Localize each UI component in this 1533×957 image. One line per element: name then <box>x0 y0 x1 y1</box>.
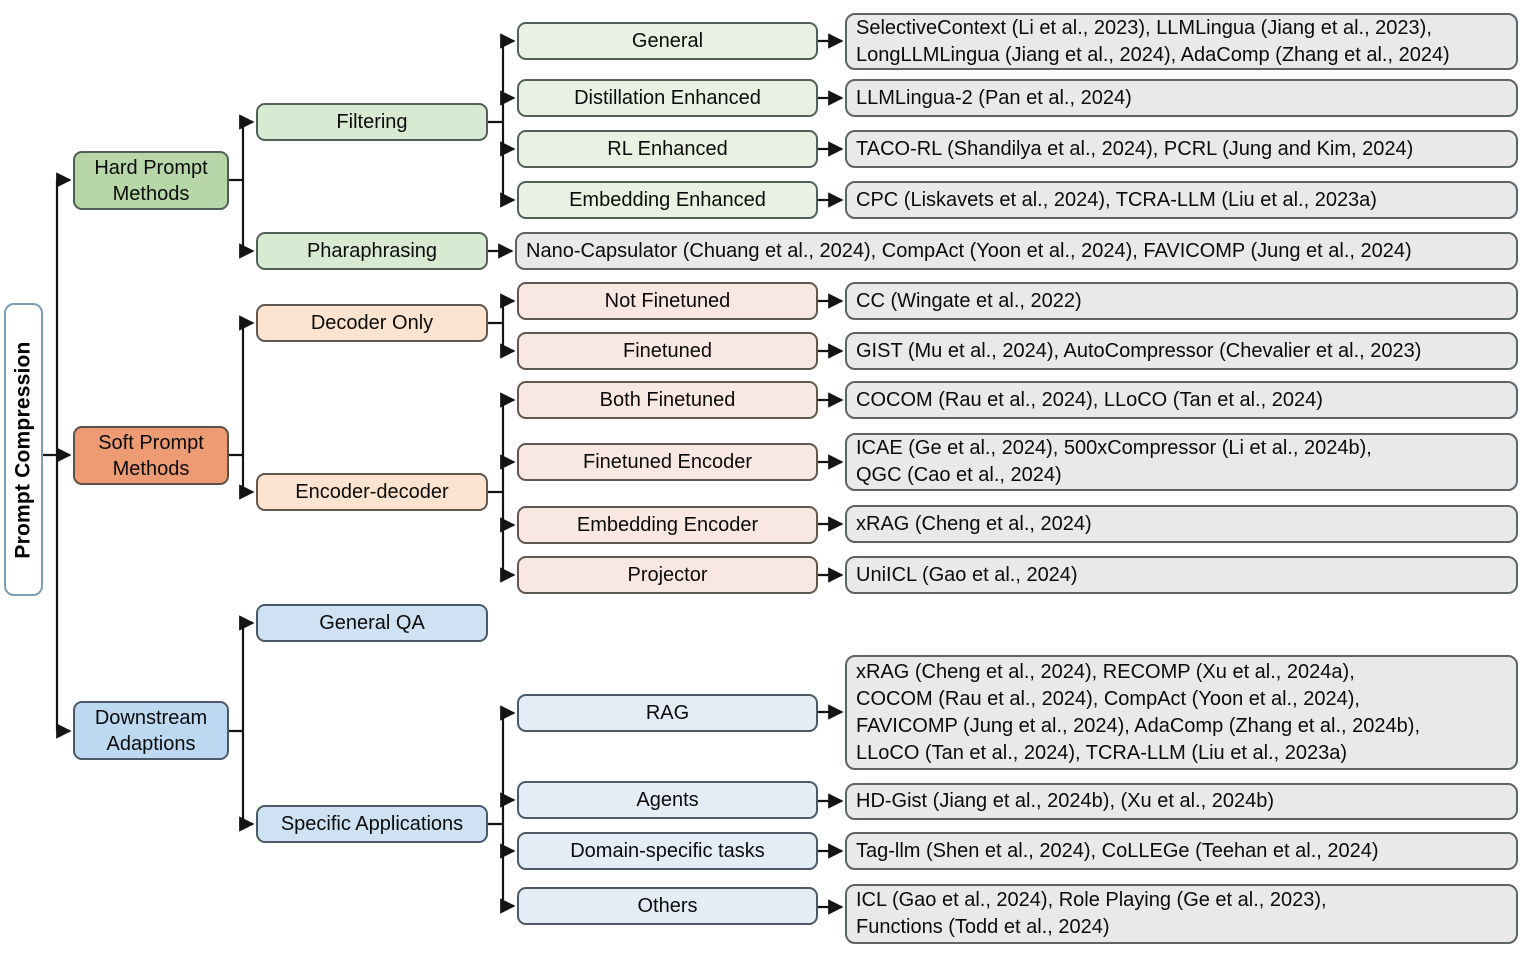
node-general: General <box>517 22 818 60</box>
leaf-finetuned-encoder-papers: ICAE (Ge et al., 2024), 500xCompressor (… <box>845 433 1518 491</box>
node-domain-specific-tasks: Domain-specific tasks <box>517 832 818 870</box>
leaf-embedding-enhanced-papers: CPC (Liskavets et al., 2024), TCRA-LLM (… <box>845 181 1518 219</box>
node-filtering: Filtering <box>256 103 488 141</box>
node-projector: Projector <box>517 556 818 594</box>
leaf-distillation-enhanced-papers: LLMLingua-2 (Pan et al., 2024) <box>845 79 1518 117</box>
node-embedding-encoder: Embedding Encoder <box>517 506 818 544</box>
node-general-qa: General QA <box>256 604 488 642</box>
leaf-agents-papers: HD-Gist (Jiang et al., 2024b), (Xu et al… <box>845 783 1518 820</box>
node-prompt-compression-root: Prompt Compression <box>4 303 43 596</box>
node-pharaphrasing: Pharaphrasing <box>256 232 488 270</box>
node-others: Others <box>517 887 818 925</box>
node-soft-prompt-methods: Soft Prompt Methods <box>73 426 229 485</box>
node-hard-prompt-methods: Hard Prompt Methods <box>73 151 229 210</box>
root-label: Prompt Compression <box>11 340 35 559</box>
node-not-finetuned: Not Finetuned <box>517 282 818 320</box>
node-downstream-adaptions: Downstream Adaptions <box>73 701 229 760</box>
node-rl-enhanced: RL Enhanced <box>517 130 818 168</box>
node-distillation-enhanced: Distillation Enhanced <box>517 79 818 117</box>
leaf-embedding-encoder-papers: xRAG (Cheng et al., 2024) <box>845 505 1518 543</box>
leaf-others-papers: ICL (Gao et al., 2024), Role Playing (Ge… <box>845 884 1518 944</box>
leaf-rag-papers: xRAG (Cheng et al., 2024), RECOMP (Xu et… <box>845 655 1518 770</box>
node-finetuned: Finetuned <box>517 332 818 370</box>
leaf-not-finetuned-papers: CC (Wingate et al., 2022) <box>845 282 1518 320</box>
leaf-general-papers: SelectiveContext (Li et al., 2023), LLML… <box>845 13 1518 70</box>
leaf-rl-enhanced-papers: TACO-RL (Shandilya et al., 2024), PCRL (… <box>845 130 1518 168</box>
node-both-finetuned: Both Finetuned <box>517 381 818 419</box>
node-rag: RAG <box>517 694 818 732</box>
node-finetuned-encoder: Finetuned Encoder <box>517 443 818 481</box>
node-agents: Agents <box>517 781 818 819</box>
node-encoder-decoder: Encoder-decoder <box>256 473 488 511</box>
node-embedding-enhanced: Embedding Enhanced <box>517 181 818 219</box>
leaf-both-finetuned-papers: COCOM (Rau et al., 2024), LLoCO (Tan et … <box>845 381 1518 419</box>
leaf-projector-papers: UniICL (Gao et al., 2024) <box>845 556 1518 594</box>
node-decoder-only: Decoder Only <box>256 304 488 342</box>
leaf-pharaphrasing-papers: Nano-Capsulator (Chuang et al., 2024), C… <box>515 232 1518 270</box>
leaf-domain-specific-tasks-papers: Tag-llm (Shen et al., 2024), CoLLEGe (Te… <box>845 832 1518 870</box>
leaf-finetuned-papers: GIST (Mu et al., 2024), AutoCompressor (… <box>845 332 1518 370</box>
node-specific-applications: Specific Applications <box>256 805 488 843</box>
